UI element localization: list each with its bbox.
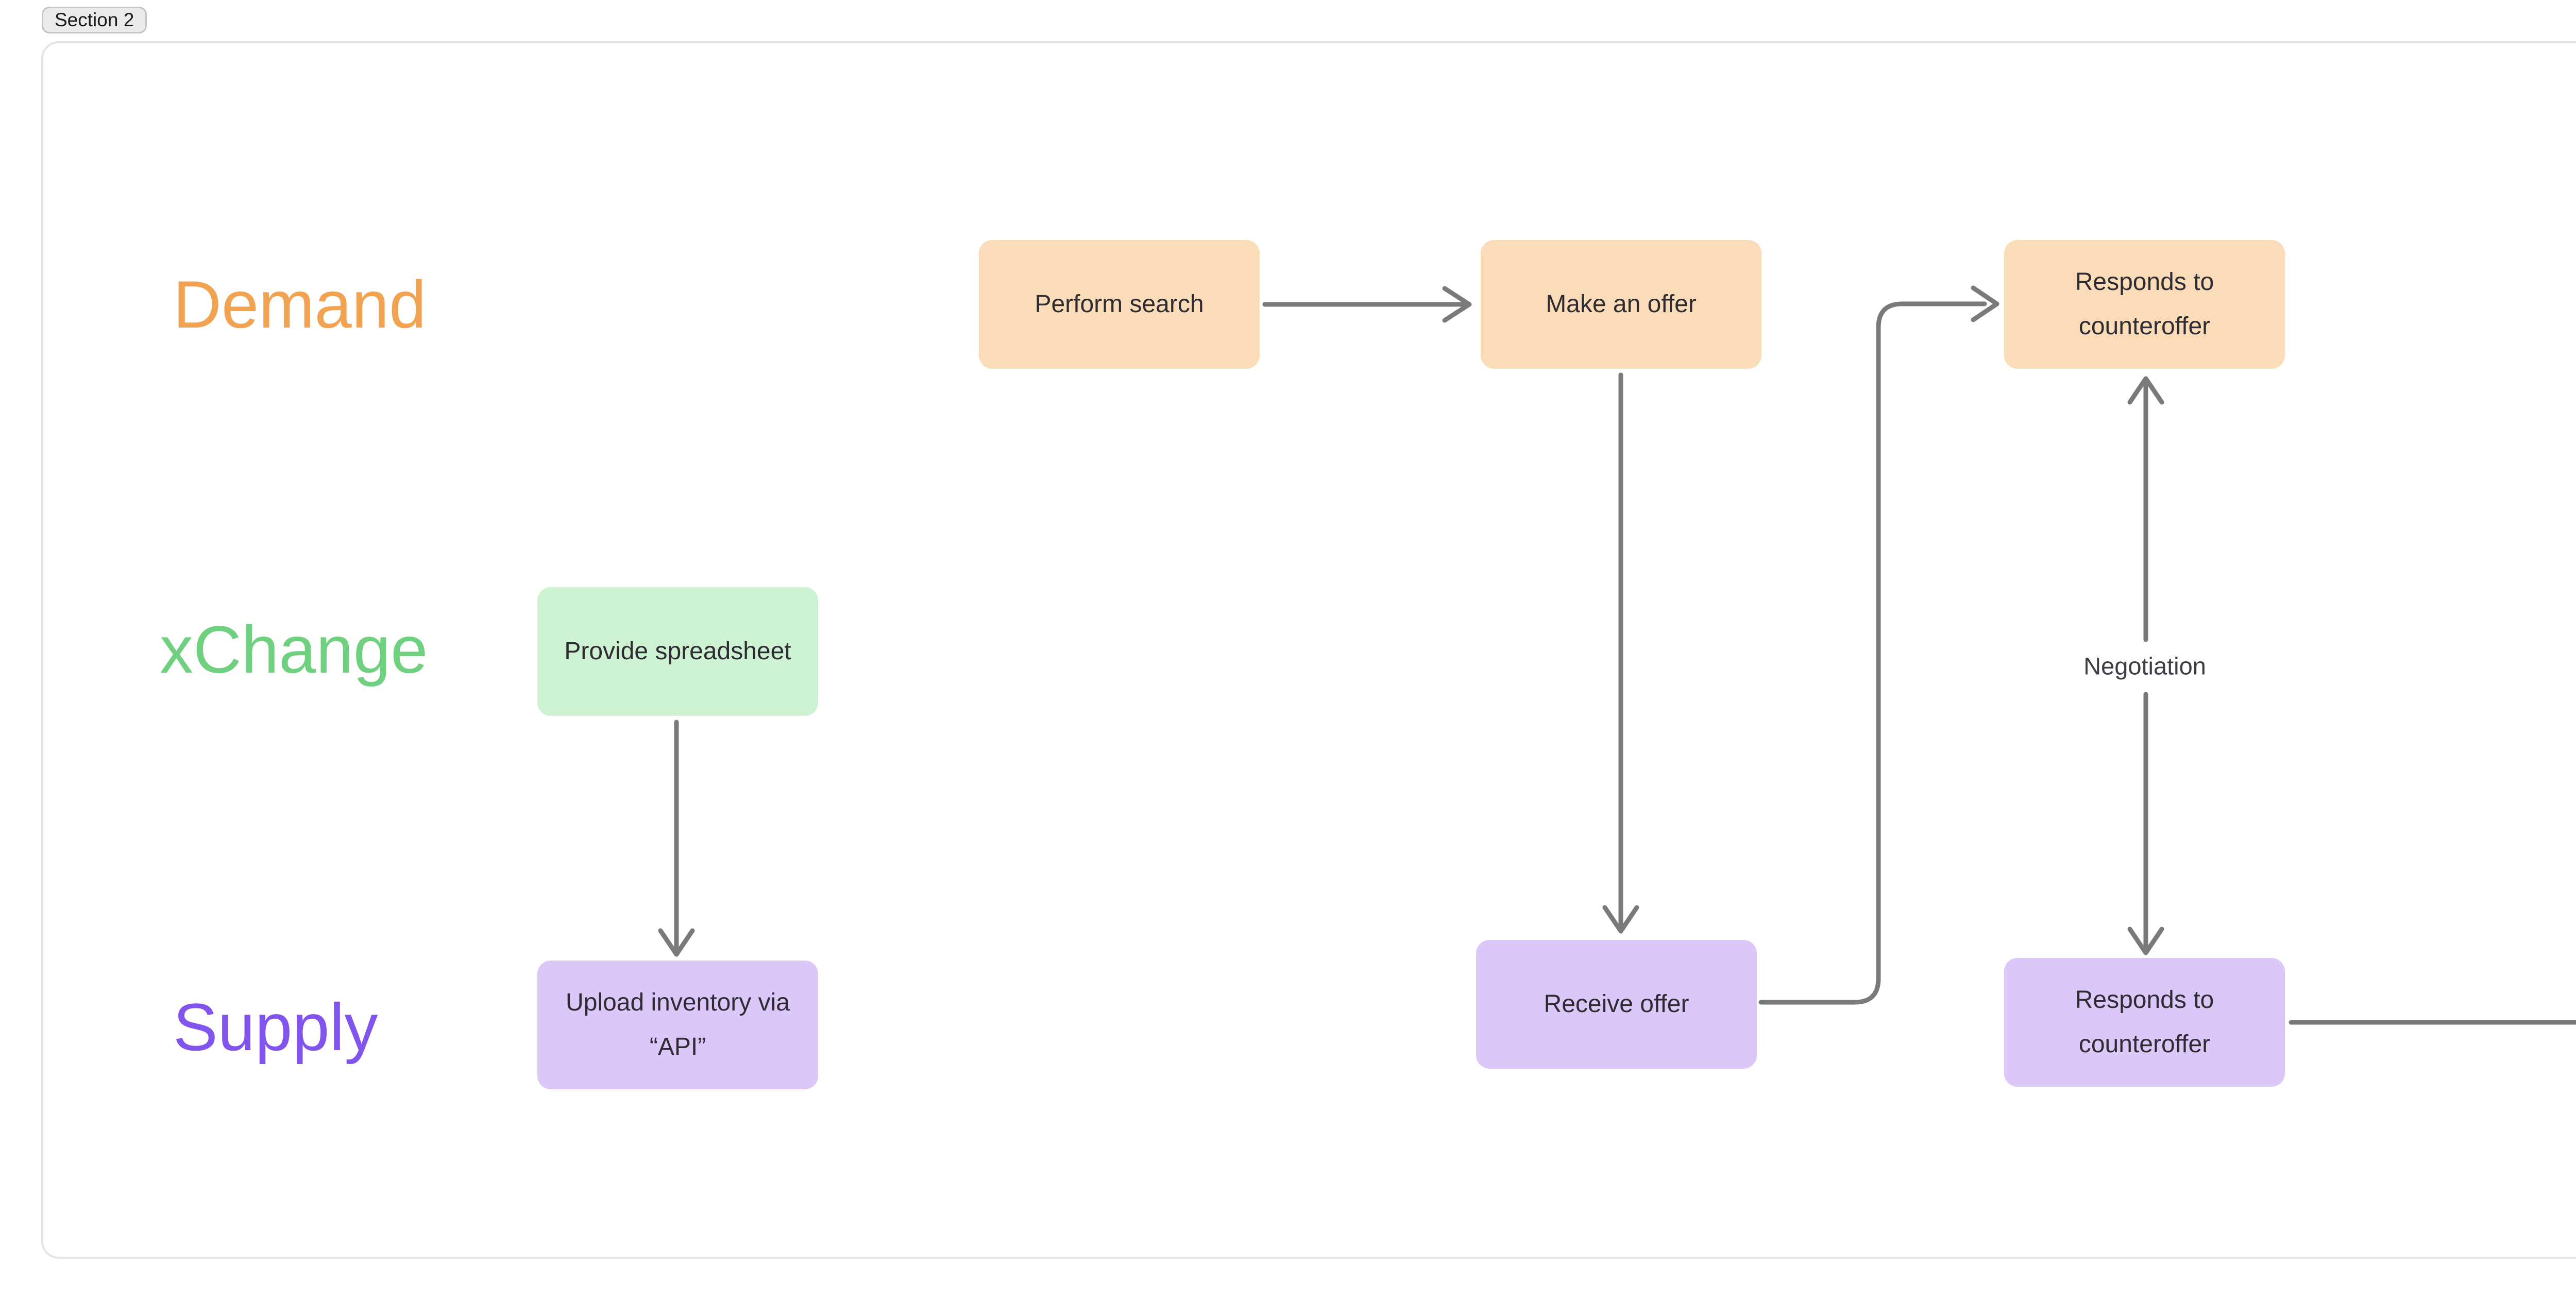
edge-provide-spreadsheet-to-upload-inventory[interactable] <box>658 719 695 957</box>
edge-make-an-offer-to-receive-offer[interactable] <box>1602 372 1639 934</box>
edge-receive-offer-to-responds-demand[interactable] <box>1758 285 1999 1005</box>
node-provide-spreadsheet[interactable]: Provide spreadsheet <box>537 587 818 716</box>
lane-label-supply[interactable]: Supply <box>173 989 378 1065</box>
node-make-an-offer[interactable]: Make an offer <box>1481 240 1761 369</box>
arrowhead-right-icon <box>1971 285 1999 322</box>
arrowhead-up-icon <box>2127 376 2164 405</box>
edge-shaft <box>1758 301 1987 1005</box>
node-responds-to-counteroffer-demand[interactable]: Responds to counteroffer <box>2004 240 2285 369</box>
node-upload-inventory-via-api[interactable]: Upload inventory via “API” <box>537 961 818 1089</box>
node-perform-search[interactable]: Perform search <box>979 240 1260 369</box>
section-badge[interactable]: Section 2 <box>42 7 147 33</box>
edge-negotiation-up[interactable] <box>2127 376 2164 642</box>
edge-negotiation-down[interactable] <box>2127 692 2164 955</box>
arrowhead-down-icon <box>658 928 695 957</box>
arrowhead-right-icon <box>1442 286 1472 323</box>
edge-label-negotiation[interactable]: Negotiation <box>2083 652 2206 680</box>
edge-responds-supply-to-receives-documents[interactable] <box>2289 1006 2576 1038</box>
edge-perform-search-to-make-an-offer[interactable] <box>1262 286 1472 323</box>
arrowhead-down-icon <box>1602 905 1639 934</box>
lane-label-xchange[interactable]: xChange <box>160 612 428 687</box>
lane-label-demand[interactable]: Demand <box>173 267 427 342</box>
node-responds-to-counteroffer-supply[interactable]: Responds to counteroffer <box>2004 958 2285 1087</box>
arrowhead-down-icon <box>2127 927 2164 955</box>
node-receive-offer[interactable]: Receive offer <box>1476 940 1757 1069</box>
